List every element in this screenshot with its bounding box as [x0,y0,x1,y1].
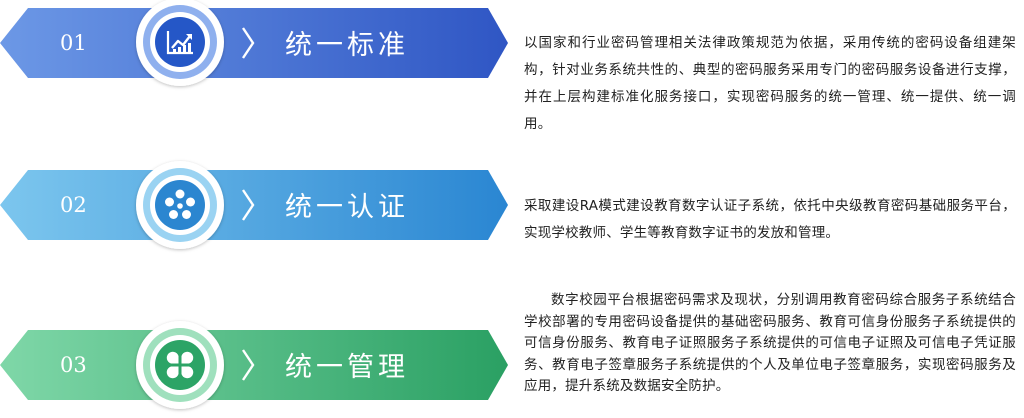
chevron-right-icon [242,189,255,221]
icon-center [155,340,205,390]
banner-title: 统一管理 [285,352,409,383]
dots-circle-icon [165,189,195,219]
description-unified-standard: 以国家和行业密码管理相关法律政策规范为依据，采用传统的密码设备组建架构，针对业务… [524,35,1016,132]
banner-number: 03 [60,353,87,377]
clover-icon [166,351,194,379]
banner-number: 01 [60,31,87,55]
banner-unified-management: 03 统一管理 [0,321,508,409]
banner-number: 02 [60,193,87,217]
description-unified-authentication: 采取建设RA模式建设教育数字认证子系统，依托中央级教育密码基础服务平台，实现学校… [524,198,1016,241]
banner-title: 统一认证 [285,192,409,223]
banner-title: 统一标准 [285,30,409,61]
chevron-right-icon [242,27,255,59]
description-unified-management: 数字校园平台根据密码需求及现状，分别调用教育密码综合服务子系统结合学校部署的专用… [524,292,1016,394]
chart-icon [166,31,193,55]
banner-unified-standard: 01 统一标准 [0,0,508,86]
chevron-right-icon [242,349,255,381]
banner-unified-authentication: 02 统一认证 [0,161,508,249]
